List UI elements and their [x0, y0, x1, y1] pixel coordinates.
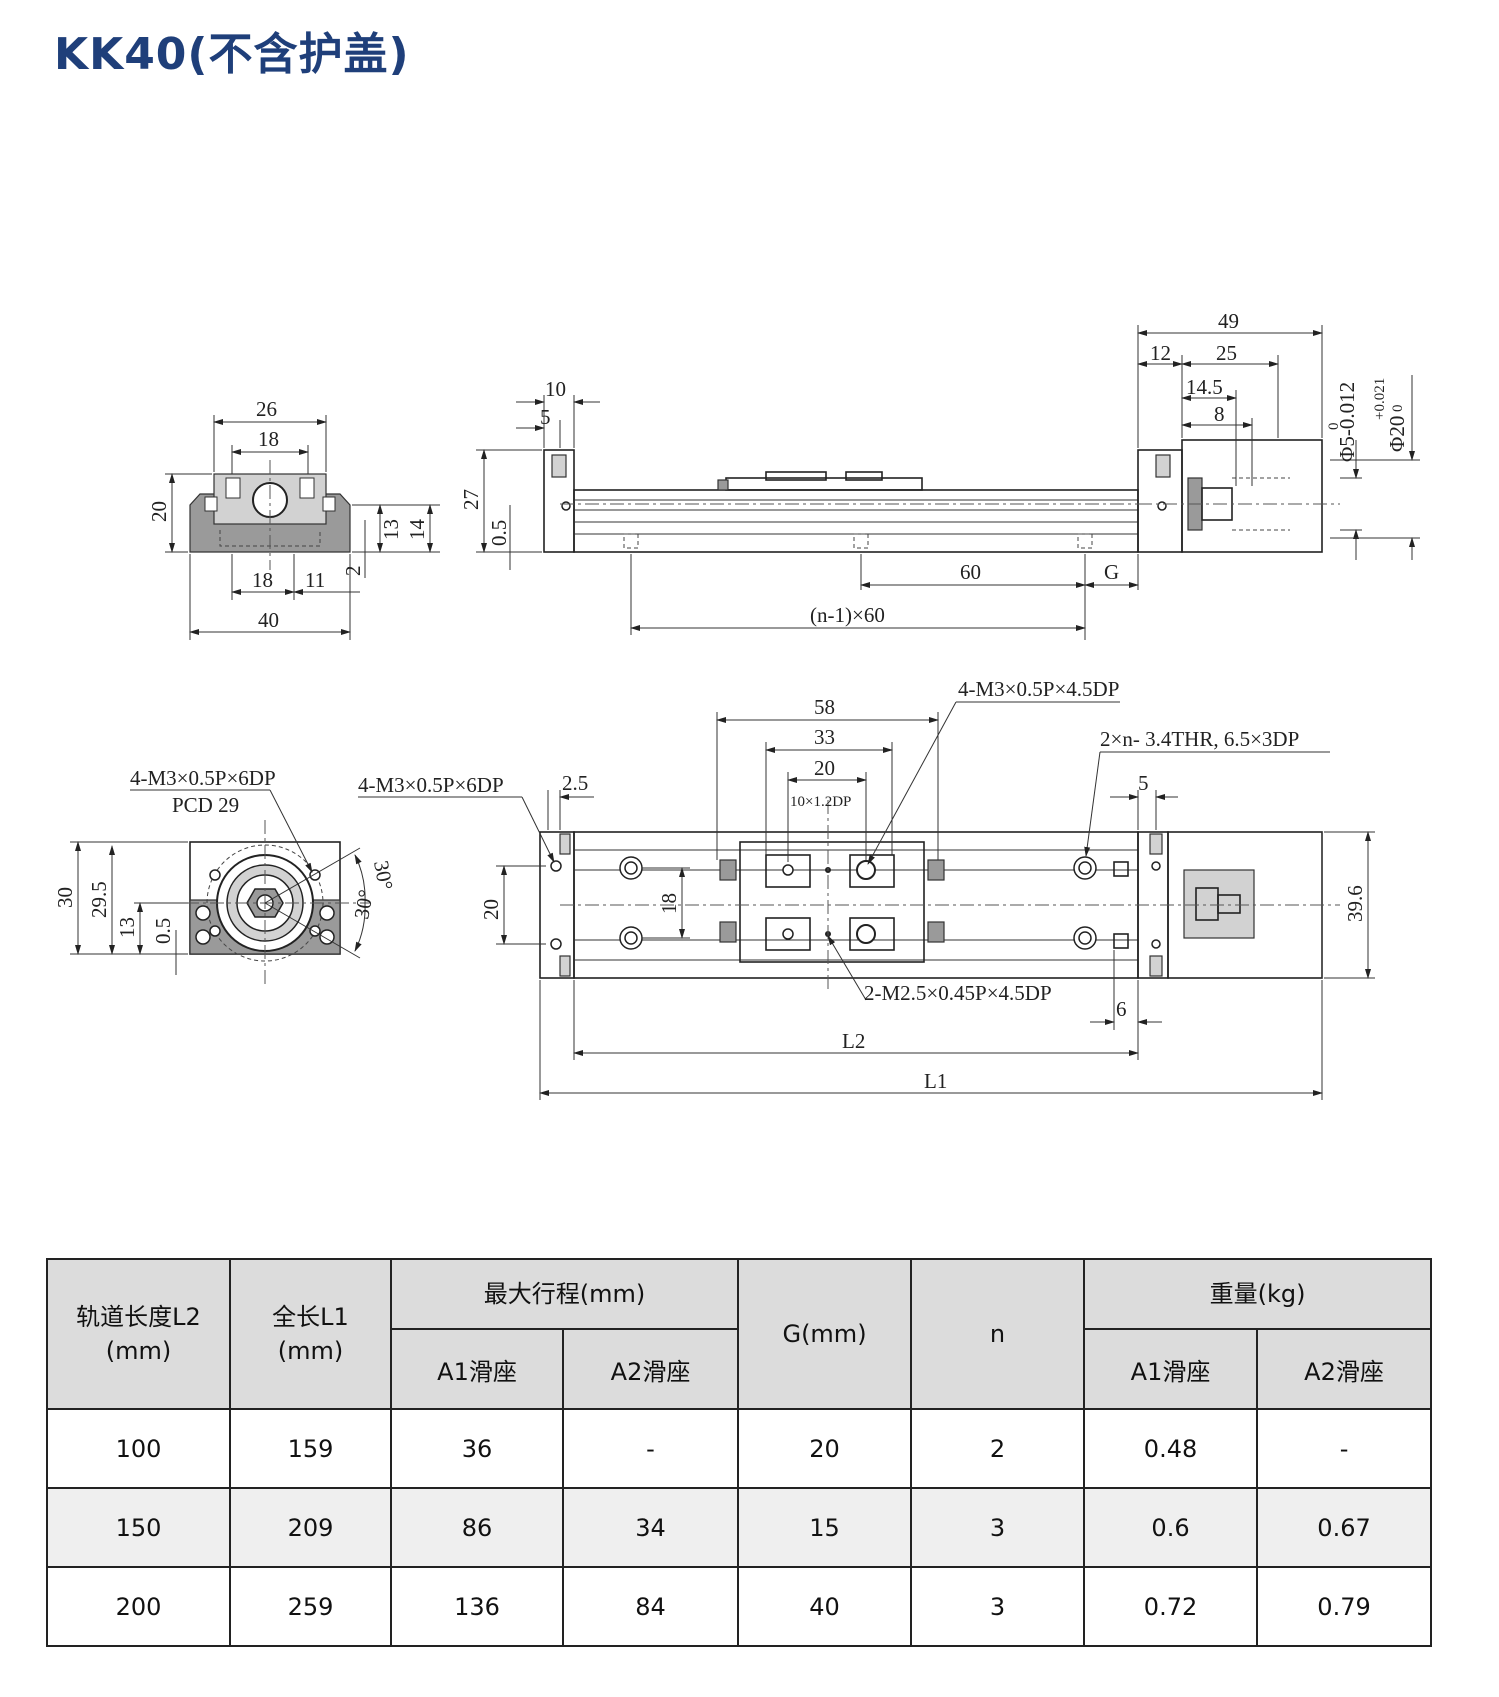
dim-label: 2: [341, 566, 365, 577]
dim-label: 6: [1116, 997, 1127, 1021]
header-g: G(mm): [737, 1258, 913, 1410]
tolerance-label: Φ20: [1385, 416, 1409, 452]
cell: 34: [561, 1487, 740, 1568]
cell: 100: [46, 1408, 231, 1489]
dim-label: 25: [1216, 341, 1237, 365]
table-row: 200 259 136 84 40 3 0.72 0.79: [46, 1566, 1433, 1647]
cell: 0.67: [1256, 1487, 1433, 1568]
cell: 20: [737, 1408, 913, 1489]
dim-label: 12: [1150, 341, 1171, 365]
table-row: 100 159 36 - 20 2 0.48 -: [46, 1408, 1433, 1489]
note-label: 4-M3×0.5P×4.5DP: [958, 677, 1119, 701]
tolerance-label: +0.021: [1372, 378, 1388, 420]
header-max-stroke: 最大行程(mm): [389, 1258, 740, 1330]
end-view-top: 26 18 20 13 14 2 18 11 40: [147, 397, 440, 640]
header-stroke-a1: A1滑座: [390, 1328, 564, 1410]
dim-label: 30: [53, 887, 77, 908]
dim-label: 60: [960, 560, 981, 584]
cell: 3: [910, 1487, 1086, 1568]
dim-label: 18: [258, 427, 279, 451]
cell: 3: [910, 1566, 1086, 1647]
angle-label: 30°: [349, 888, 378, 921]
dim-label: 8: [1214, 402, 1225, 426]
dim-label: 5: [540, 405, 551, 429]
dim-label: 33: [814, 725, 835, 749]
table-subheader-row: A1滑座 A2滑座 A1滑座 A2滑座: [47, 1328, 1433, 1410]
dim-label: 49: [1218, 309, 1239, 333]
dim-label: 2.5: [562, 771, 588, 795]
cell: 36: [390, 1408, 564, 1489]
note-label: 2-M2.5×0.45P×4.5DP: [864, 981, 1052, 1005]
tolerance-label: 0: [1326, 423, 1342, 431]
cell: 40: [737, 1566, 913, 1647]
motor-end-view: 4-M3×0.5P×6DP PCD 29 30 29.5 13 0.5 30° …: [53, 766, 398, 985]
cell: -: [561, 1408, 740, 1489]
header-total-length: 全长L1(mm): [229, 1258, 392, 1410]
angle-label: 30°: [369, 859, 398, 892]
cell: 150: [46, 1487, 231, 1568]
cell: 84: [561, 1566, 740, 1647]
technical-drawing: 26 18 20 13 14 2 18 11 40: [53, 309, 1420, 1100]
dim-label: 20: [147, 501, 171, 522]
dim-label: L1: [924, 1069, 947, 1093]
dim-label: 0.5: [487, 520, 511, 546]
cell: 259: [229, 1566, 392, 1647]
cell: 0.48: [1083, 1408, 1259, 1489]
dim-label: 10: [545, 377, 566, 401]
top-view: 58 33 20 10×1.2DP 2.5 5 20 18 39.6: [358, 677, 1375, 1100]
cell: 0.6: [1083, 1487, 1259, 1568]
dim-label: 58: [814, 695, 835, 719]
cell: 2: [910, 1408, 1086, 1489]
dim-label: (n-1)×60: [810, 603, 885, 627]
dim-label: 29.5: [87, 881, 111, 918]
dim-label: 18: [657, 893, 681, 914]
dim-label: 40: [258, 608, 279, 632]
cell: 0.72: [1083, 1566, 1259, 1647]
cell: -: [1256, 1408, 1433, 1489]
note-label: 10×1.2DP: [790, 794, 851, 810]
dim-label: 20: [814, 756, 835, 780]
table-header-row: 轨道长度L2(mm) 全长L1(mm) 最大行程(mm) G(mm) n 重量(…: [46, 1258, 1433, 1410]
dim-label: 14: [405, 519, 429, 541]
side-view: 10 5 27 0.5 60 G (n-1)×60 49 12 25 14.5: [459, 309, 1420, 640]
header-rail-length: 轨道长度L2(mm): [46, 1258, 231, 1410]
dim-label: 13: [115, 917, 139, 938]
dim-label: G: [1104, 560, 1119, 584]
cell: 86: [390, 1487, 564, 1568]
cell: 159: [229, 1408, 392, 1489]
dim-label: 20: [479, 899, 503, 920]
dim-label: 5: [1138, 771, 1149, 795]
cell: 15: [737, 1487, 913, 1568]
dim-label: 0.5: [151, 918, 175, 944]
note-label: 4-M3×0.5P×6DP: [358, 773, 504, 797]
dim-label: 39.6: [1343, 885, 1367, 922]
dim-label: 11: [305, 568, 325, 592]
dim-label: 27: [459, 489, 483, 510]
header-weight: 重量(kg): [1083, 1258, 1433, 1330]
cell: 136: [390, 1566, 564, 1647]
note-label: PCD 29: [172, 793, 239, 817]
page-title: KK40(不含护盖): [54, 29, 410, 80]
spec-table: 轨道长度L2(mm) 全长L1(mm) 最大行程(mm) G(mm) n 重量(…: [46, 1258, 1433, 1647]
dim-label: 13: [379, 519, 403, 540]
cell: 0.79: [1256, 1566, 1433, 1647]
header-n: n: [910, 1258, 1086, 1410]
cell: 209: [229, 1487, 392, 1568]
header-weight-a1: A1滑座: [1083, 1328, 1259, 1410]
note-label: 4-M3×0.5P×6DP: [130, 766, 276, 790]
cell: 200: [46, 1566, 231, 1647]
dim-label: 18: [252, 568, 273, 592]
tolerance-label: Φ5-0.012: [1335, 382, 1359, 462]
header-stroke-a2: A2滑座: [561, 1328, 740, 1410]
dim-label: L2: [842, 1029, 865, 1053]
dim-label: 26: [256, 397, 277, 421]
table-row: 150 209 86 34 15 3 0.6 0.67: [46, 1487, 1433, 1568]
dim-label: 14.5: [1186, 375, 1223, 399]
note-label: 2×n- 3.4THR, 6.5×3DP: [1100, 727, 1299, 751]
tolerance-label: 0: [1390, 405, 1406, 413]
header-weight-a2: A2滑座: [1256, 1328, 1433, 1410]
